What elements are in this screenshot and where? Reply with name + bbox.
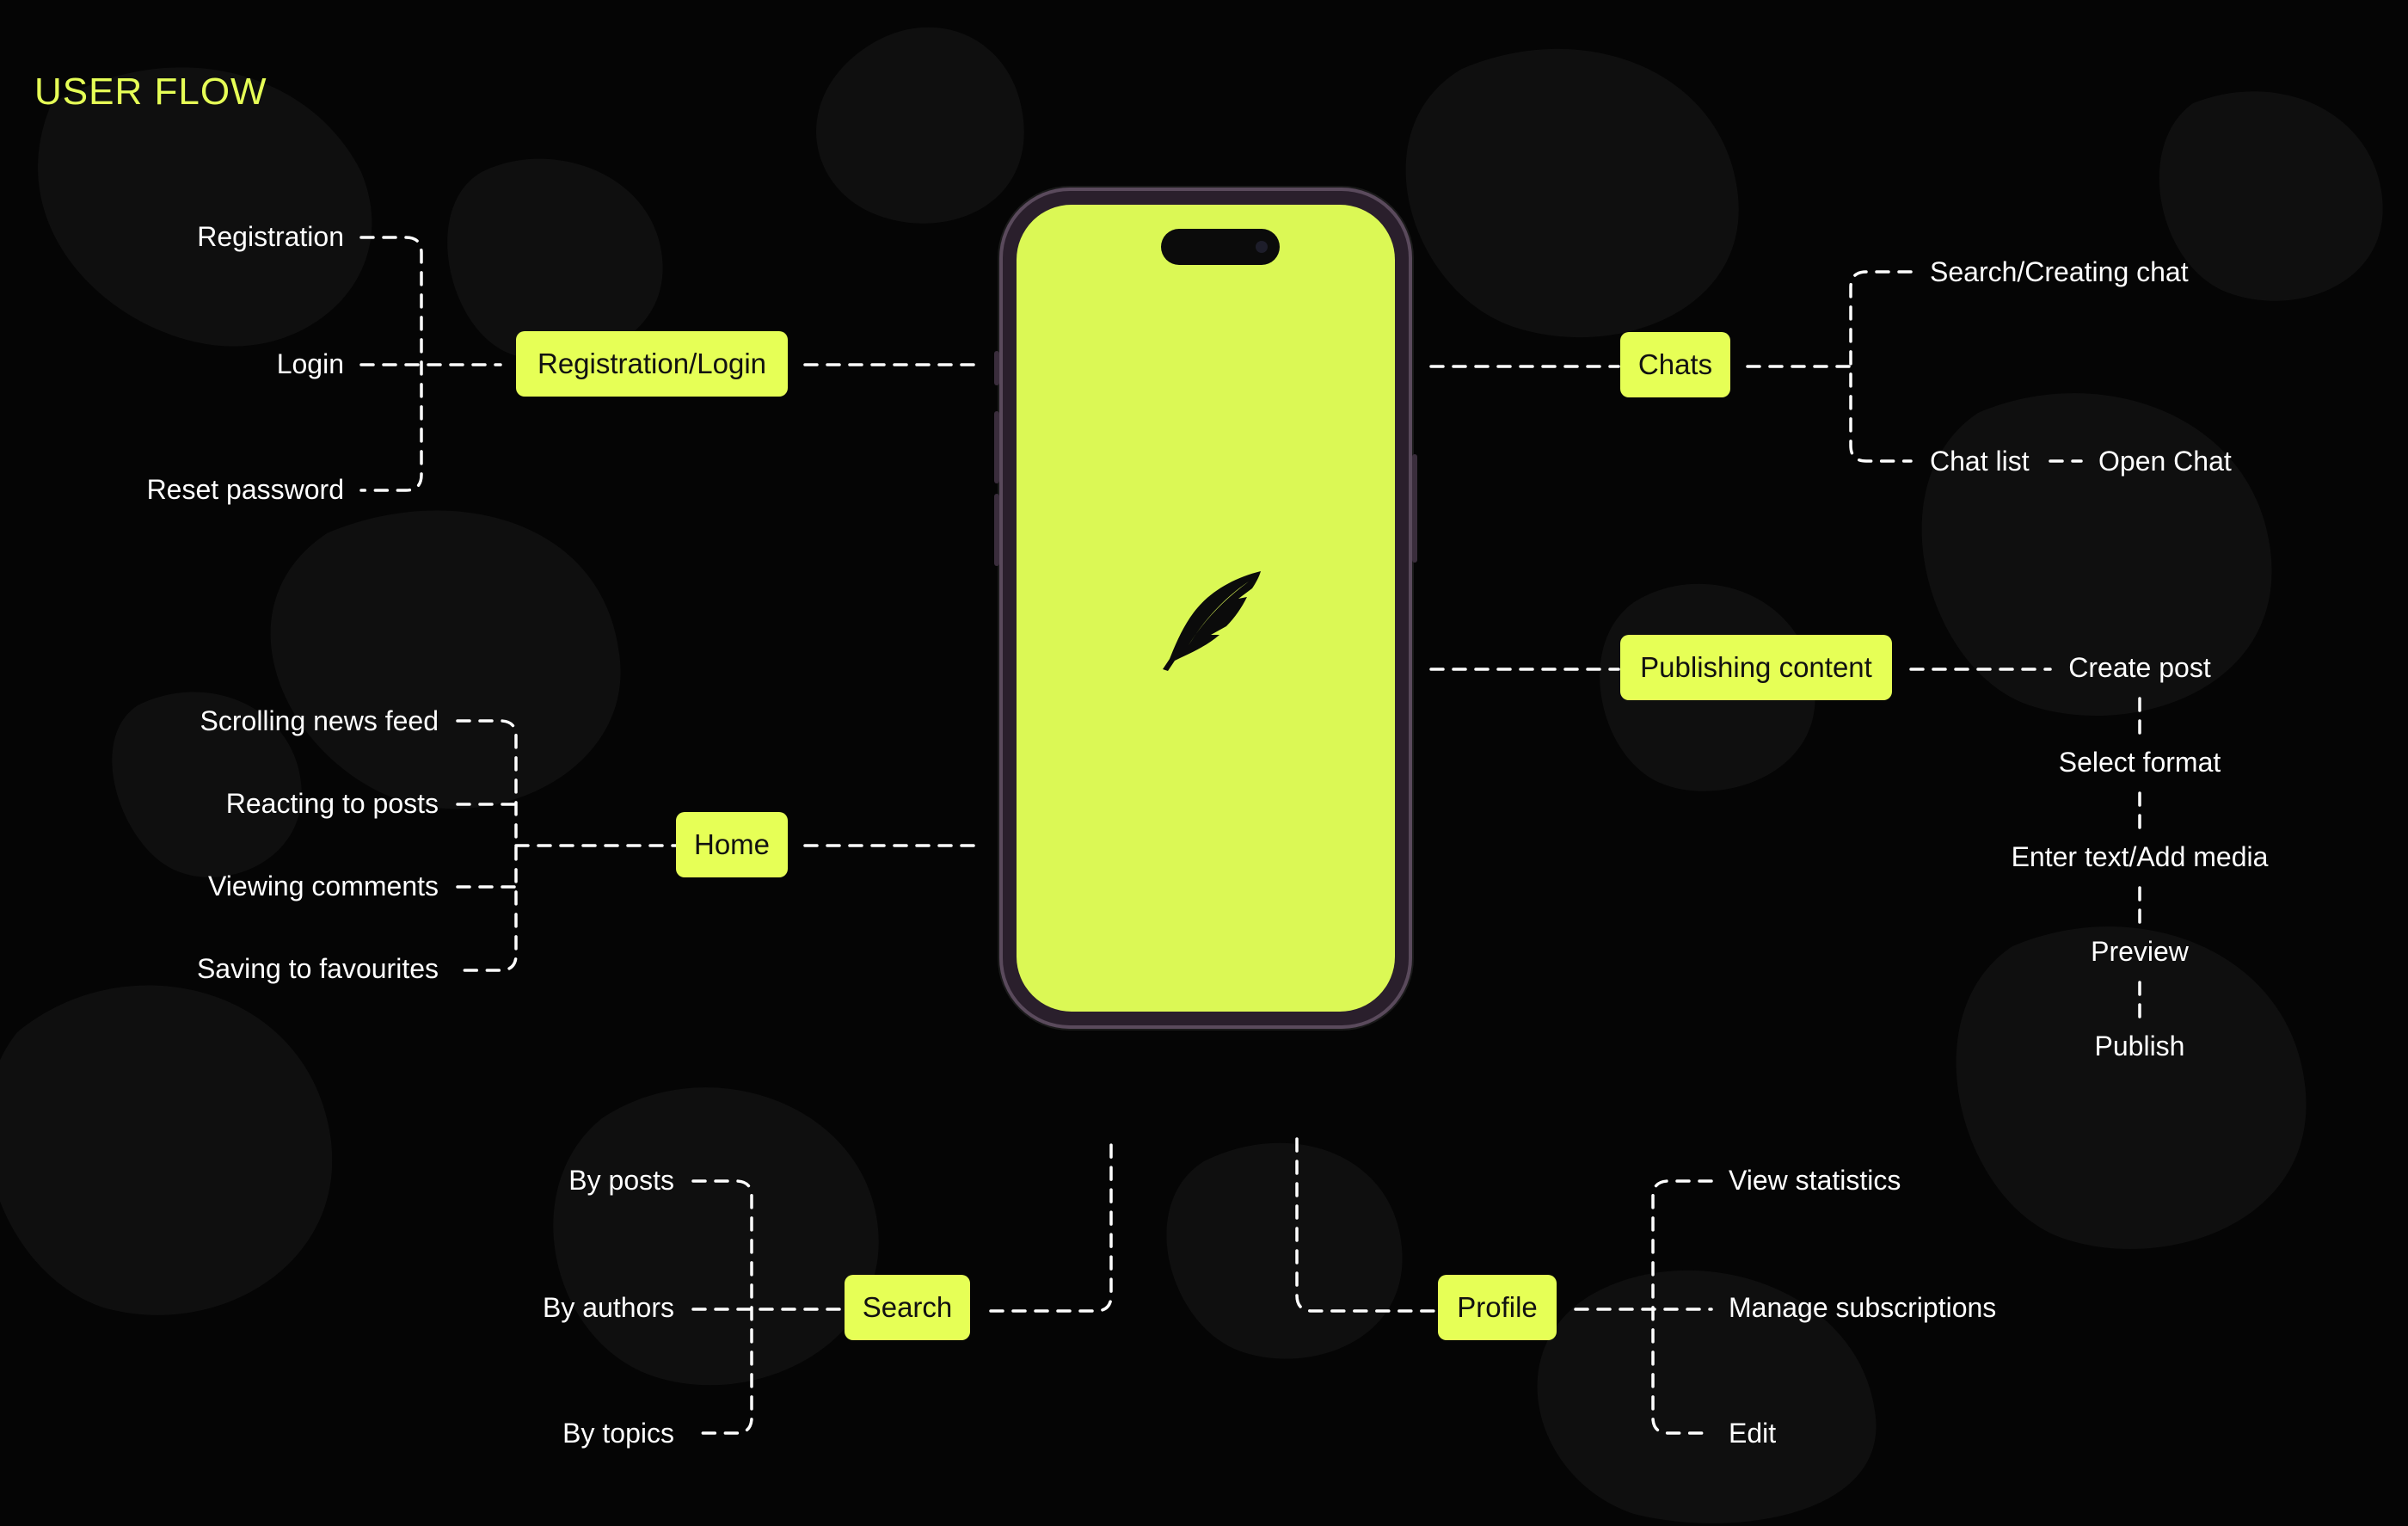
search-item-by-posts: By posts [568, 1165, 674, 1196]
profile-item-view-statistics: View statistics [1729, 1165, 1901, 1196]
search-item-by-authors: By authors [543, 1292, 674, 1323]
chats-item-chat-list: Chat list [1930, 446, 2030, 477]
publishing-item-preview: Preview [2091, 936, 2189, 967]
phone-screen [1017, 205, 1395, 1012]
publishing-item-publish: Publish [2094, 1031, 2185, 1061]
registration-login-node[interactable]: Registration/Login [516, 331, 788, 397]
camera-icon [1256, 241, 1268, 253]
home-item-scrolling-news-feed: Scrolling news feed [200, 705, 439, 736]
home-item-viewing-comments: Viewing comments [208, 871, 439, 901]
quill-feather-icon [1163, 571, 1261, 671]
publishing-item-enter-text-add-media: Enter text/Add media [2011, 841, 2269, 872]
profile-item-edit: Edit [1729, 1418, 1777, 1449]
publishing-item-create-post: Create post [2068, 652, 2211, 683]
profile-item-manage-subscriptions: Manage subscriptions [1729, 1292, 1997, 1323]
chats-item-search-creating-chat: Search/Creating chat [1930, 256, 2189, 287]
publishing-item-select-format: Select format [2058, 747, 2221, 778]
publishing-content-node[interactable]: Publishing content [1620, 635, 1892, 700]
chats-node[interactable]: Chats [1620, 332, 1730, 397]
phone-mockup [994, 188, 1417, 1029]
registration-label: Registration [197, 221, 344, 252]
home-node[interactable]: Home [676, 812, 788, 877]
login-label: Login [276, 348, 344, 379]
chats-item-open-chat: Open Chat [2098, 446, 2232, 477]
search-node[interactable]: Search [845, 1275, 970, 1340]
page-title: USER FLOW [34, 71, 267, 113]
search-item-by-topics: By topics [562, 1418, 674, 1449]
profile-node[interactable]: Profile [1438, 1275, 1557, 1340]
home-item-saving-to-favourites: Saving to favourites [196, 953, 439, 984]
phone-volume-down-button [994, 494, 999, 566]
phone-side-button [994, 351, 999, 385]
home-item-reacting-to-posts: Reacting to posts [225, 788, 439, 819]
dynamic-island [1161, 229, 1280, 265]
phone-volume-up-button [994, 411, 999, 483]
phone-power-button [1412, 454, 1417, 563]
reset-password-label: Reset password [146, 474, 344, 505]
